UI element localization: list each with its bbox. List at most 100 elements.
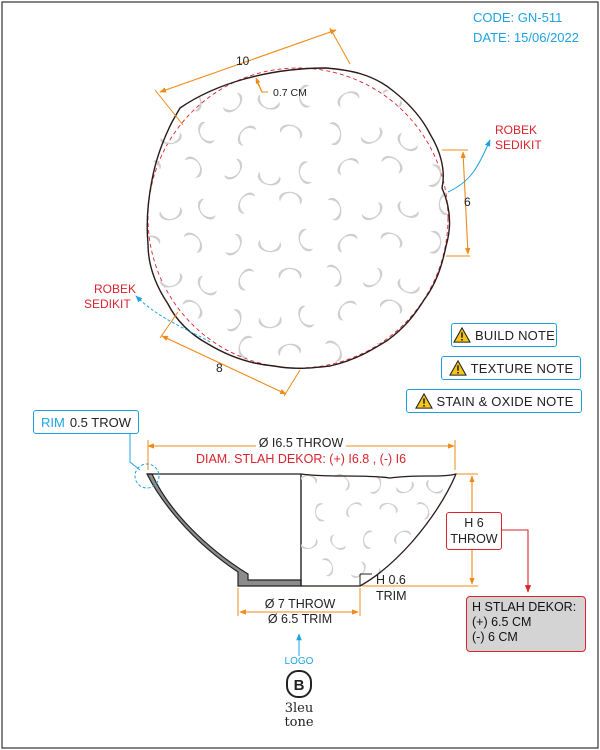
crescent-mark [416,502,430,520]
robek-right-line1: ROBEK [495,123,538,137]
crescent-mark [397,278,420,294]
crescent-mark [335,474,350,491]
h-trim-label: H 0.6 TRIM [376,572,407,604]
crescent-mark [382,88,403,108]
foot-trim-label: Ø 6.5 TRIM [267,612,333,626]
crescent-mark [438,268,448,292]
warning-icon [453,327,471,343]
h-throw-line2: THROW [450,532,498,546]
crescent-mark [258,240,282,253]
crescent-mark [337,158,359,176]
crescent-mark [186,89,202,112]
crescent-mark [429,306,442,330]
plate-outline [146,67,451,369]
dim-top-label: 10 [236,54,250,68]
crescent-mark [379,299,403,315]
crescent-mark [361,127,383,144]
crescent-mark [257,94,280,110]
crescent-mark [278,343,301,357]
warning-icon [414,393,433,409]
build-note-button[interactable]: BUILD NOTE [451,323,557,347]
logo-label: LOGO [284,656,314,667]
crescent-mark [298,305,315,328]
robek-left-line2: SEDIKIT [84,297,131,311]
crescent-mark [397,346,421,361]
crescent-mark [428,530,446,543]
crescent-mark [237,125,257,146]
crescent-mark [426,89,442,112]
crescent-mark [362,201,383,221]
crescent-mark [278,267,302,280]
rim-leader [129,434,141,471]
crescent-mark [238,268,255,291]
crescent-mark [160,272,183,288]
texture-note-button[interactable]: TEXTURE NOTE [441,356,581,380]
crescent-mark [147,302,160,319]
crescent-mark [161,347,183,364]
crescent-mark [197,198,216,220]
crescent-mark [183,232,203,253]
dim-line-bottom [161,335,287,395]
crescent-mark [379,502,398,514]
crescent-mark [197,275,217,296]
crescent-mark [328,122,342,146]
diam-dekor-label: DIAM. STLAH DEKOR: (+) I6.8 , (-) I6 [195,452,407,466]
crescent-mark [158,132,182,145]
crescent-mark [301,538,318,550]
bowl-exterior [300,473,458,587]
rim-value: 0.5 TROW [69,414,131,430]
robek-right-label: ROBEK SEDIKIT [495,123,542,153]
diam-throw-label: Ø I6.5 THROW [148,436,454,450]
h-throw-line1: H 6 [464,516,484,530]
crescent-mark [258,316,282,329]
logo-line2: tone [284,715,313,730]
crescent-mark [327,197,342,221]
h-trim-line1: H 0.6 [376,573,406,587]
side-view: B 3leu tone [129,434,532,730]
robek-right-arrow [447,139,491,193]
diam-throw-text: Ø I6.5 THROW [255,436,347,450]
warning-icon [448,360,467,376]
crescent-mark [397,132,418,152]
height-throw-callout: H 6 THROW [446,512,502,550]
crescent-mark [257,171,281,186]
top-view: 10 0.7 CM 6 8 [135,27,491,397]
rim-prefix: RIM [40,414,65,430]
crescent-mark [326,264,342,287]
brand-logo: B 3leu tone [284,670,314,730]
robek-left-label: ROBEK SEDIKIT [84,282,136,312]
dim-bottom-label: 8 [216,361,223,375]
stain-oxide-note-button[interactable]: STAIN & OXIDE NOTE [406,389,582,413]
crescent-mark [226,309,242,332]
crescent-mark [362,267,383,288]
texture-note-label: TEXTURE NOTE [470,360,574,376]
crescent-mark [301,475,318,484]
side-crescent-texture [301,474,456,578]
stain-oxide-note-label: STAIN & OXIDE NOTE [436,393,574,409]
crescent-mark [337,91,360,108]
reference-circle [147,67,449,369]
dim-line-right [460,151,471,255]
crescent-mark [321,558,334,577]
crescent-mark [396,481,414,494]
crescent-mark [147,159,161,173]
crescent-mark [346,502,362,518]
code-label: CODE: GN-511 [473,10,563,25]
crescent-mark [442,558,455,577]
crescent-mark [279,191,302,205]
crescent-mark [410,561,425,578]
dekor-leader [502,529,532,593]
crescent-mark [363,343,383,364]
dekor-line2: (+) 6.5 CM [472,615,532,629]
dim-right-label: 6 [464,195,471,209]
logo-mark: B [294,677,305,694]
crescent-mark [337,300,357,321]
dekor-height-callout: H STLAH DEKOR: (+) 6.5 CM (-) 6 CM [466,596,586,652]
crescent-mark [337,233,358,253]
crescent-mark [330,534,346,550]
bowl-cross-section [146,473,302,587]
crescent-mark [315,503,325,522]
crescent-mark [397,201,419,218]
